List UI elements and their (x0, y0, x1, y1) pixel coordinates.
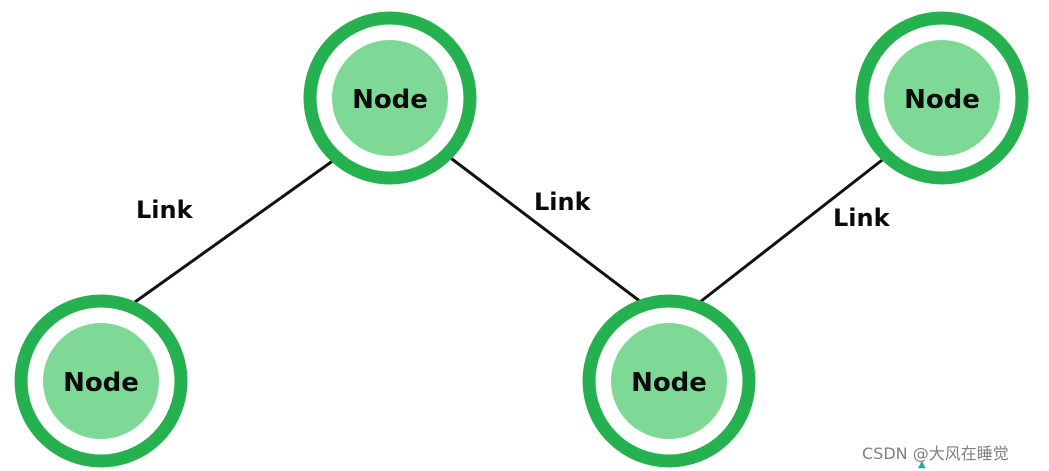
node-top-right: Node (855, 11, 1029, 185)
link-label-2: Link (534, 188, 592, 216)
node-bottom-left: Node (14, 294, 188, 468)
link-line-1 (134, 158, 335, 304)
node-label-bottom-center: Node (631, 368, 707, 398)
link-label-3: Link (833, 204, 891, 232)
watermark-triangle-icon: ▲ (918, 459, 926, 470)
link-line-3 (699, 155, 887, 304)
node-top-center: Node (303, 11, 477, 185)
link-label-1: Link (136, 196, 194, 224)
link-line-2 (447, 154, 642, 304)
node-bottom-center: Node (582, 294, 756, 468)
node-label-top-right: Node (904, 85, 980, 115)
csdn-watermark: CSDN @大风在睡觉 (862, 444, 1009, 463)
node-label-top-center: Node (352, 85, 428, 115)
node-label-bottom-left: Node (63, 368, 139, 398)
